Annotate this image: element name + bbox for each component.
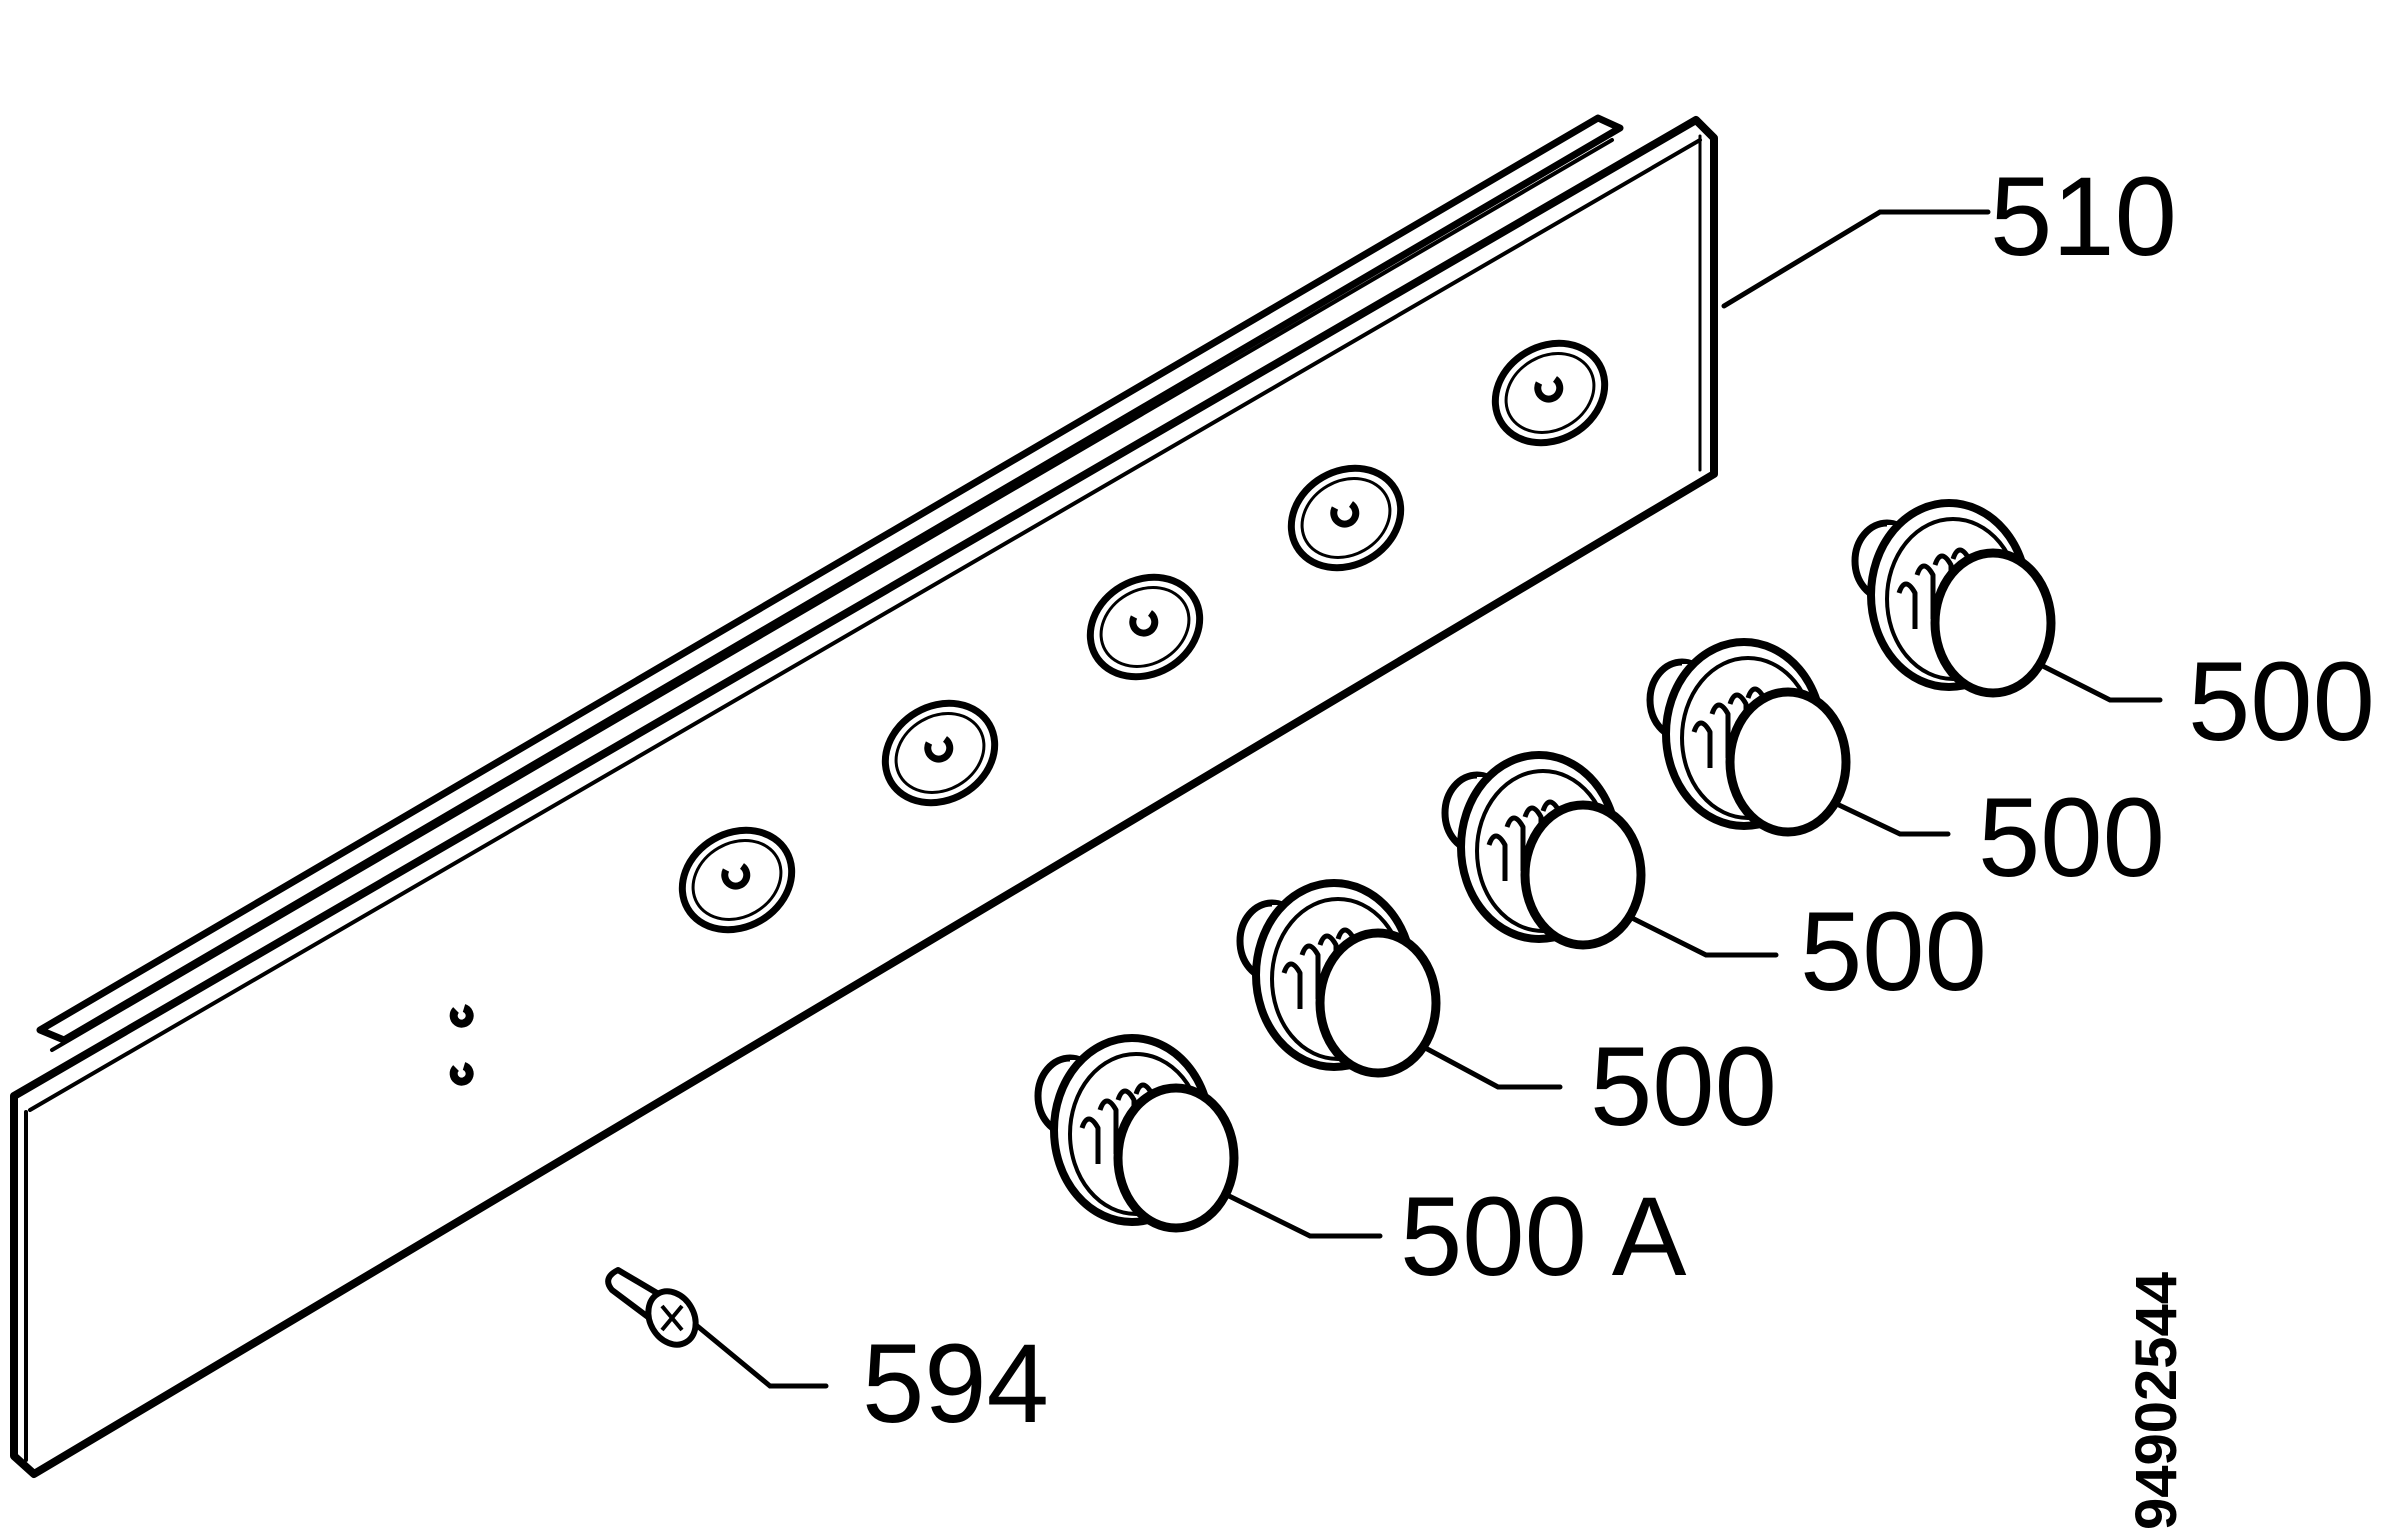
callout-510: 510 — [1990, 154, 2177, 279]
callout-500-2: 500 — [1978, 775, 2165, 900]
control-panel — [10, 114, 1718, 1478]
knob-hole-2 — [881, 699, 999, 807]
panel-knob-holes — [449, 339, 1609, 1086]
callout-500-4: 500 — [1590, 1024, 1777, 1149]
knob-500-2 — [1650, 642, 1846, 832]
screw-594 — [605, 1267, 699, 1348]
leader-lines — [687, 209, 2163, 1389]
callout-500-1: 500 — [2188, 639, 2375, 764]
callout-594: 594 — [862, 1321, 1049, 1446]
knob-hole-4 — [1287, 464, 1405, 572]
knob-500-4 — [1240, 883, 1436, 1073]
knob-hole-5 — [1491, 339, 1609, 447]
knob-500a — [1038, 1038, 1234, 1228]
knob-hole-1 — [678, 826, 796, 934]
knob-500-3 — [1445, 755, 1641, 945]
panel-screw-holes — [449, 1004, 474, 1086]
knob-500-1 — [1855, 503, 2051, 693]
callout-500a: 500 A — [1400, 1174, 1687, 1299]
callout-500-3: 500 — [1800, 889, 1987, 1014]
drawing-code: 94902544 — [2124, 1272, 2189, 1530]
knob-hole-3 — [1086, 573, 1204, 681]
